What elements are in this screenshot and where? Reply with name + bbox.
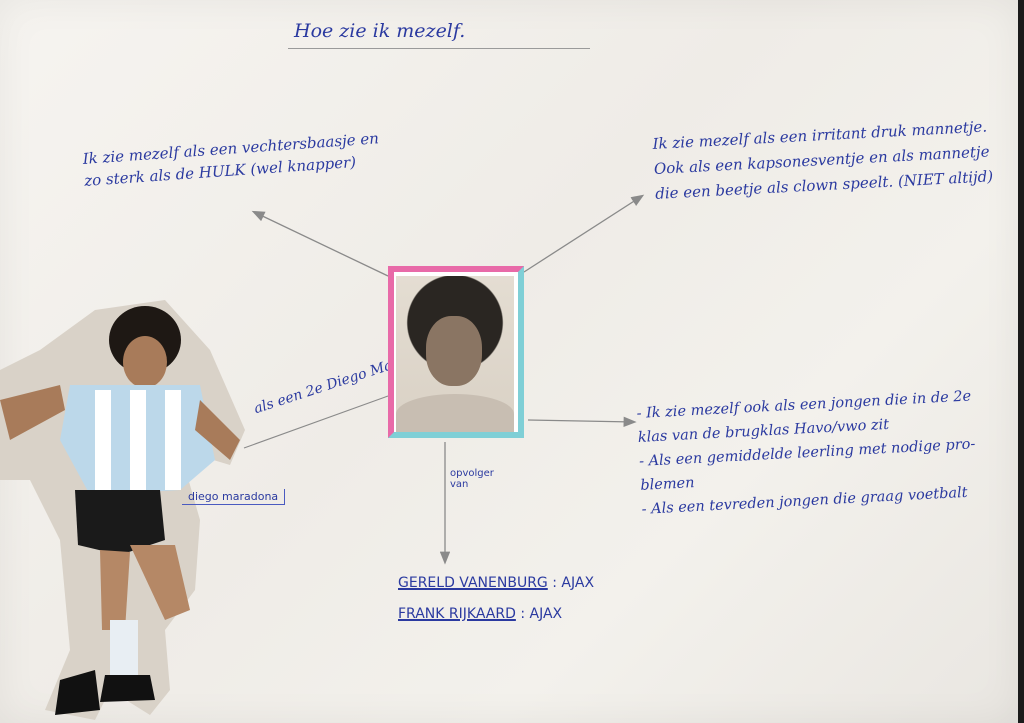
successor-club: : AJAX (520, 606, 563, 622)
portrait-photo (396, 276, 514, 432)
successor-row: FRANK RIJKAARD : AJAX (398, 599, 594, 630)
line-to-player (243, 395, 389, 449)
successor-name: FRANK RIJKAARD (398, 606, 516, 622)
maradona-cutout (0, 300, 245, 720)
successor-list: GERELD VANENBURG : AJAX FRANK RIJKAARD :… (398, 568, 594, 630)
title-rule (288, 48, 590, 49)
scan-edge (1018, 0, 1024, 723)
vertical-label: opvolger van (450, 468, 494, 490)
page-title: Hoe zie ik mezelf. (294, 20, 466, 42)
successor-name: GERELD VANENBURG (398, 575, 548, 591)
arrow-middle-right (527, 416, 637, 428)
arrow-top-left (251, 210, 389, 277)
successor-row: GERELD VANENBURG : AJAX (398, 568, 594, 599)
successor-club: : AJAX (552, 575, 595, 591)
arrow-top-right (523, 194, 645, 273)
player-caption: diego maradona (182, 489, 286, 505)
